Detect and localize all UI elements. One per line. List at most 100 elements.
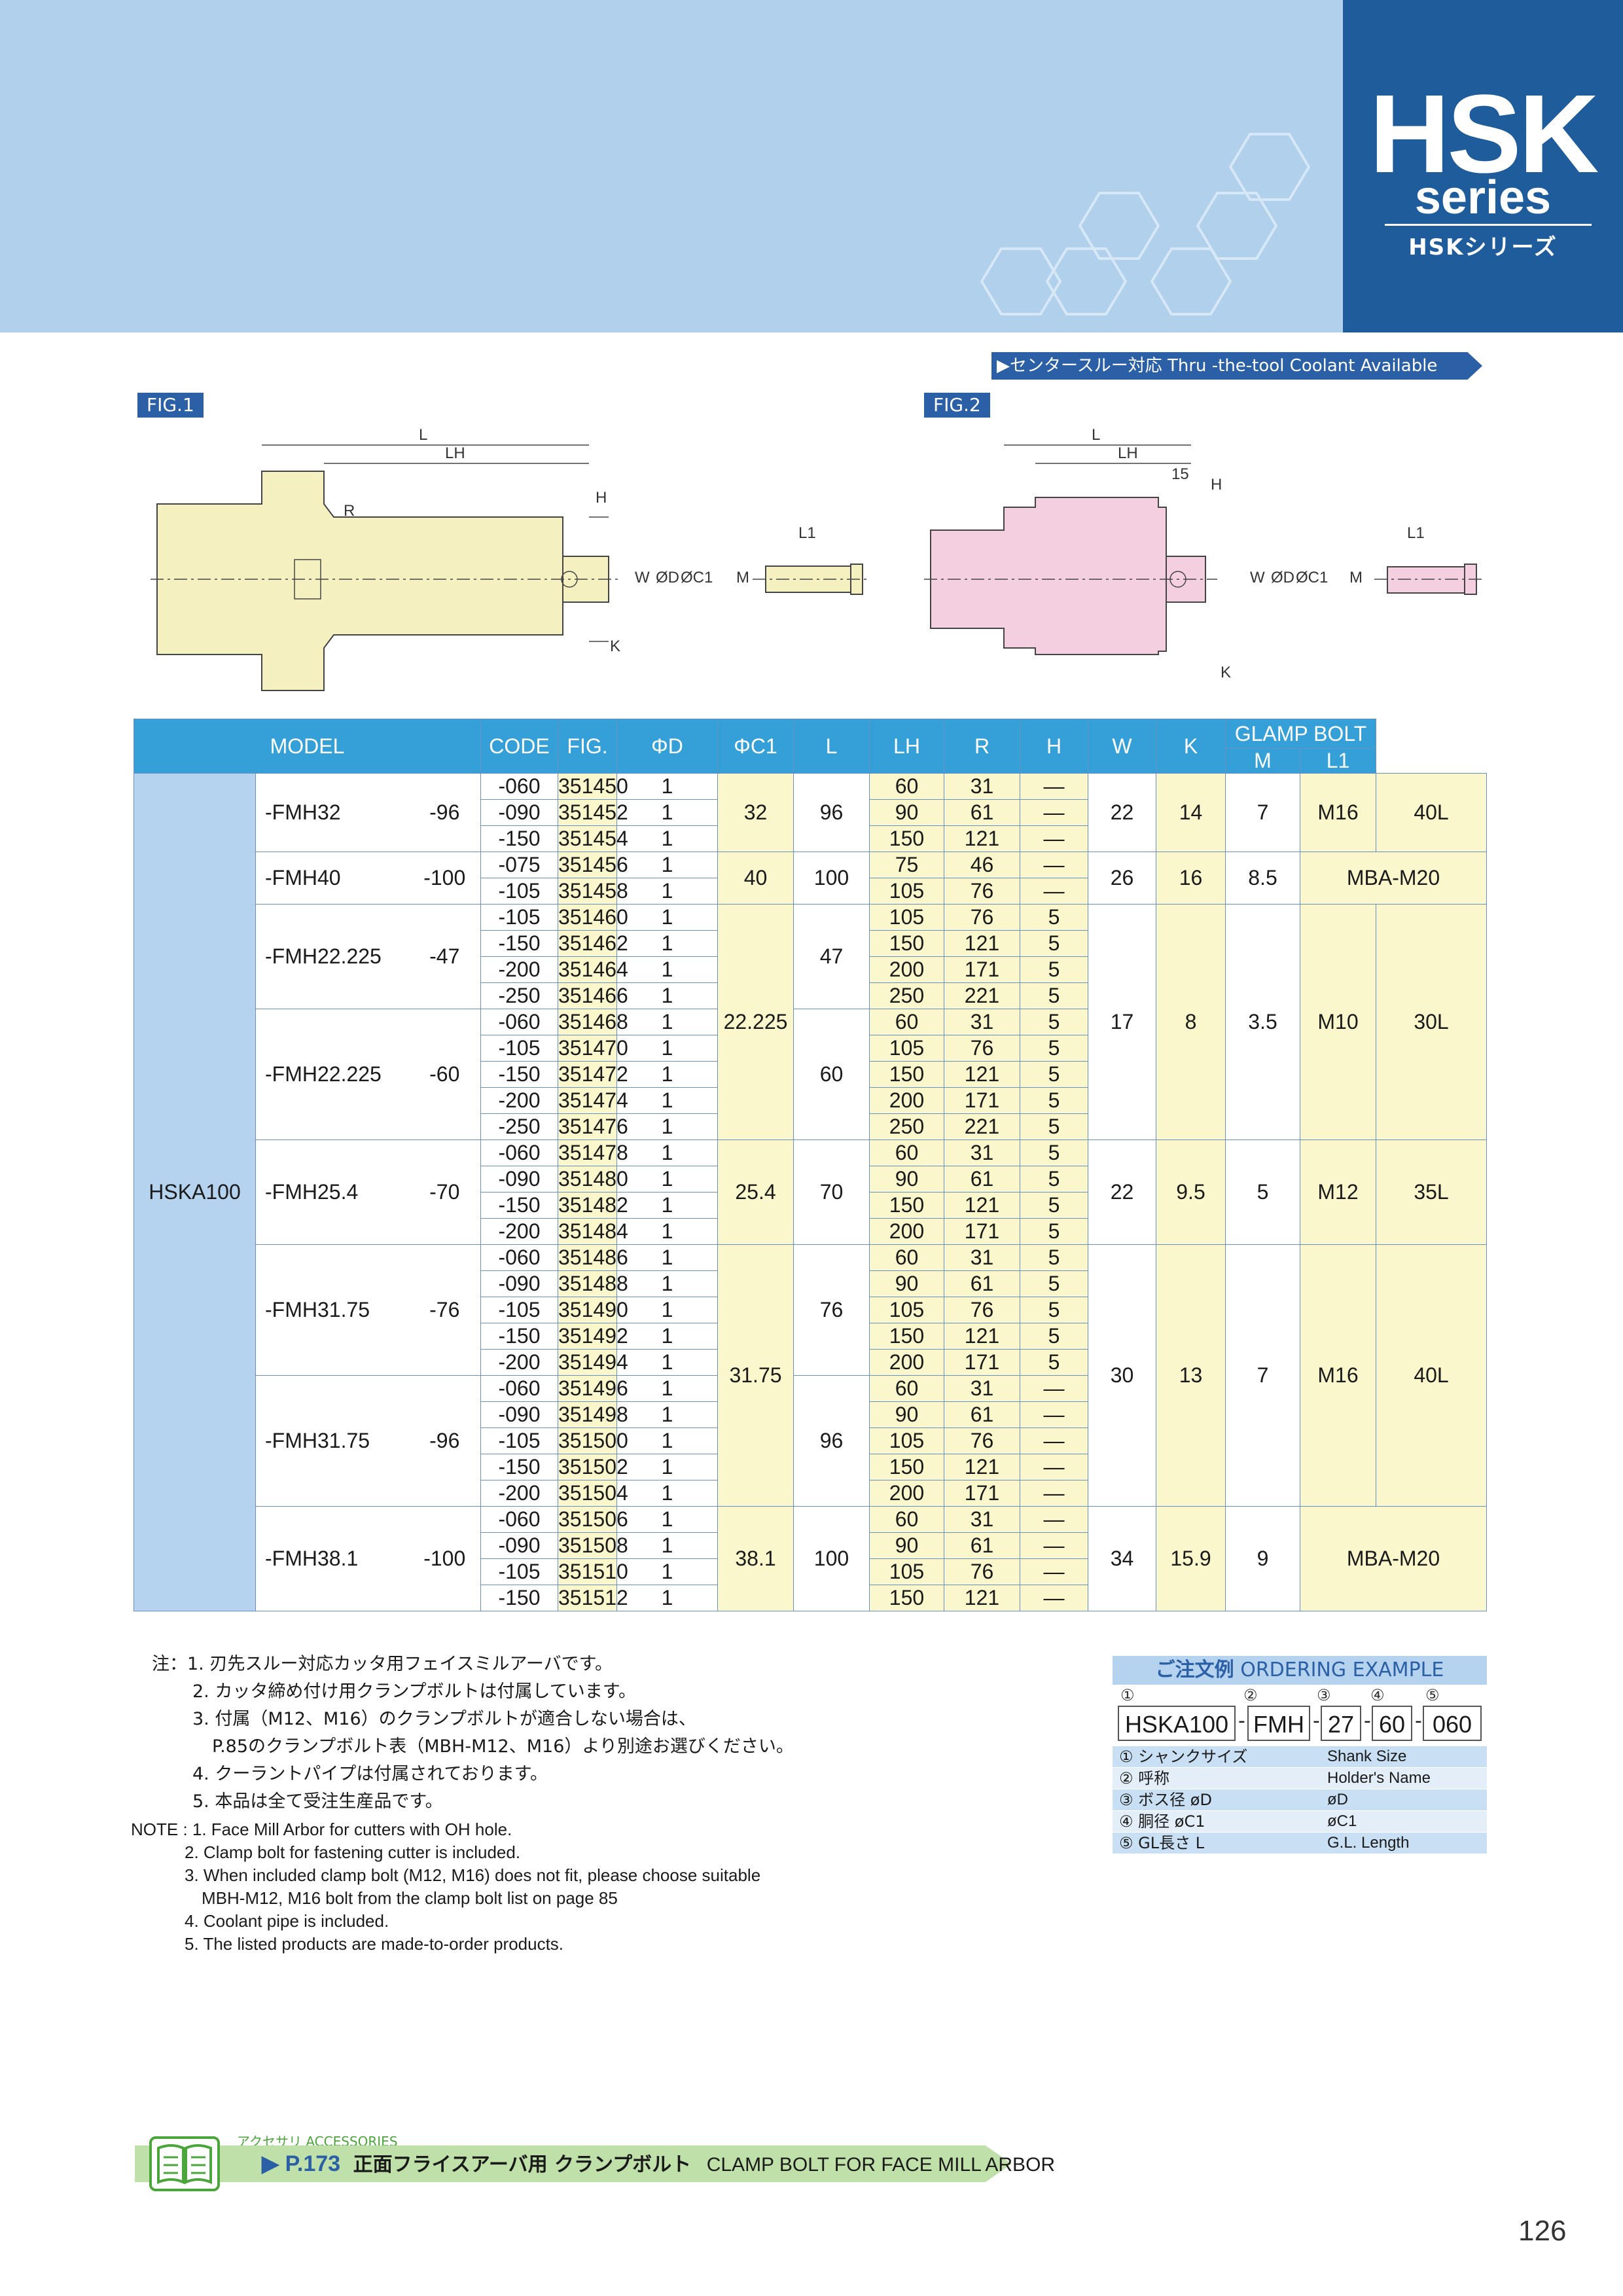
cell-fig: 1 — [616, 1166, 718, 1193]
cell-length-code: -200 — [480, 1480, 558, 1507]
cell-length-code: -060 — [480, 1139, 558, 1166]
accessories-link[interactable]: ▶ P.173 正面フライスアーバ用 クランプボルト CLAMP BOLT FO… — [262, 2149, 1055, 2179]
cell-lh: 76 — [944, 904, 1020, 931]
ordering-legend-jp: ① シャンクサイズ — [1119, 1748, 1248, 1766]
cell-h: 22 — [1088, 773, 1156, 852]
cell-length-code: -150 — [480, 1454, 558, 1480]
cell-length-code: -105 — [480, 1035, 558, 1062]
ordering-legend-en: Shank Size — [1327, 1748, 1407, 1765]
cell-r: — — [1020, 1427, 1088, 1454]
ordering-legend-jp: ⑤ GL長さ L — [1119, 1834, 1205, 1852]
cell-l: 60 — [869, 1375, 944, 1402]
fig1-dim-w: W — [635, 569, 650, 586]
ordering-part-shank: HSKA100 — [1118, 1706, 1236, 1741]
cell-h: 22 — [1088, 1139, 1156, 1245]
fig2-dim-m: M — [1349, 569, 1363, 586]
cell-r: 5 — [1020, 956, 1088, 983]
cell-length-code: -105 — [480, 1427, 558, 1454]
cell-l: 150 — [869, 1454, 944, 1480]
fig1-dim-k: K — [610, 637, 620, 655]
cell-model-name: -FMH32 — [255, 773, 409, 852]
cell-length-code: -060 — [480, 1506, 558, 1533]
cell-l: 150 — [869, 1061, 944, 1088]
cell-length-code: -090 — [480, 1166, 558, 1193]
th-m: M — [1225, 748, 1300, 774]
fig1-label: FIG.1 — [137, 393, 204, 418]
cell-model-name: -FMH31.75 — [255, 1244, 409, 1376]
cell-model-name: -FMH38.1 — [255, 1506, 409, 1611]
th-fig: FIG. — [558, 719, 617, 774]
cell-length-code: -150 — [480, 1323, 558, 1350]
cell-length-code: -060 — [480, 1009, 558, 1035]
cell-bolt-m: M16 — [1299, 1244, 1377, 1507]
cell-k: 9 — [1225, 1506, 1300, 1611]
accessories-title-en: CLAMP BOLT FOR FACE MILL ARBOR — [706, 2154, 1056, 2176]
cell-c1: 96 — [793, 1375, 870, 1507]
cell-c1: 76 — [793, 1244, 870, 1376]
th-code: CODE — [480, 719, 558, 774]
cell-length-code: -250 — [480, 1113, 558, 1140]
cell-fig: 1 — [616, 1558, 718, 1585]
cell-code: 351476 — [558, 1113, 628, 1140]
series-jp: HSKシリーズ — [1408, 234, 1558, 260]
cell-r: — — [1020, 1506, 1088, 1533]
cell-r: 5 — [1020, 1087, 1088, 1114]
cell-fig: 1 — [616, 1585, 718, 1611]
cell-length-code: -150 — [480, 1585, 558, 1611]
ordering-num-2: ② — [1243, 1686, 1258, 1704]
fig1-dim-l: L — [419, 426, 427, 444]
cell-c1: 47 — [793, 904, 870, 1009]
cell-c1: 60 — [793, 1009, 870, 1140]
cell-fig: 1 — [616, 904, 718, 931]
cell-r: — — [1020, 1375, 1088, 1402]
cell-lh: 171 — [944, 1349, 1020, 1376]
hexagon-pattern — [980, 133, 1311, 315]
cell-w: 14 — [1156, 773, 1226, 852]
cell-r: 5 — [1020, 1323, 1088, 1350]
cell-fig: 1 — [616, 1139, 718, 1166]
cell-fig: 1 — [616, 1009, 718, 1035]
accessories-bar — [135, 2145, 1012, 2182]
th-w: W — [1088, 719, 1156, 774]
note-jp-2: 2. カッタ締め付け用クランプボルトは付属しています。 — [192, 1681, 637, 1702]
cell-l: 60 — [869, 1244, 944, 1271]
cell-l: 150 — [869, 1323, 944, 1350]
ordering-title: ご注文例 ORDERING EXAMPLE — [1113, 1656, 1487, 1685]
cell-lh: 61 — [944, 1401, 1020, 1428]
cell-lh: 121 — [944, 1454, 1020, 1480]
cell-code: 351466 — [558, 982, 628, 1009]
th-model: MODEL — [134, 719, 481, 774]
cell-bolt-l1: 40L — [1376, 1244, 1487, 1507]
cell-lh: 76 — [944, 1558, 1020, 1585]
note-en-1: NOTE : 1. Face Mill Arbor for cutters wi… — [131, 1820, 512, 1839]
cell-w: 8 — [1156, 904, 1226, 1140]
cell-model-name: -FMH31.75 — [255, 1375, 409, 1507]
cell-l: 60 — [869, 773, 944, 800]
cell-l: 60 — [869, 1139, 944, 1166]
ordering-part-c1: 60 — [1372, 1706, 1412, 1741]
cell-l: 150 — [869, 930, 944, 957]
cell-fig: 1 — [616, 878, 718, 905]
fig2-label: FIG.2 — [924, 393, 990, 418]
cell-k: 8.5 — [1225, 852, 1300, 905]
ordering-num-3: ③ — [1317, 1686, 1331, 1704]
cell-lh: 221 — [944, 1113, 1020, 1140]
cell-code: 351450 — [558, 773, 628, 800]
cell-r: 5 — [1020, 930, 1088, 957]
ordering-num-4: ④ — [1370, 1686, 1385, 1704]
cell-code: 351500 — [558, 1427, 628, 1454]
cell-length-code: -150 — [480, 930, 558, 957]
ordering-part-d: 27 — [1321, 1706, 1361, 1741]
cell-length-code: -090 — [480, 1532, 558, 1559]
fig2-dim-c1: ØC1 — [1296, 569, 1328, 586]
